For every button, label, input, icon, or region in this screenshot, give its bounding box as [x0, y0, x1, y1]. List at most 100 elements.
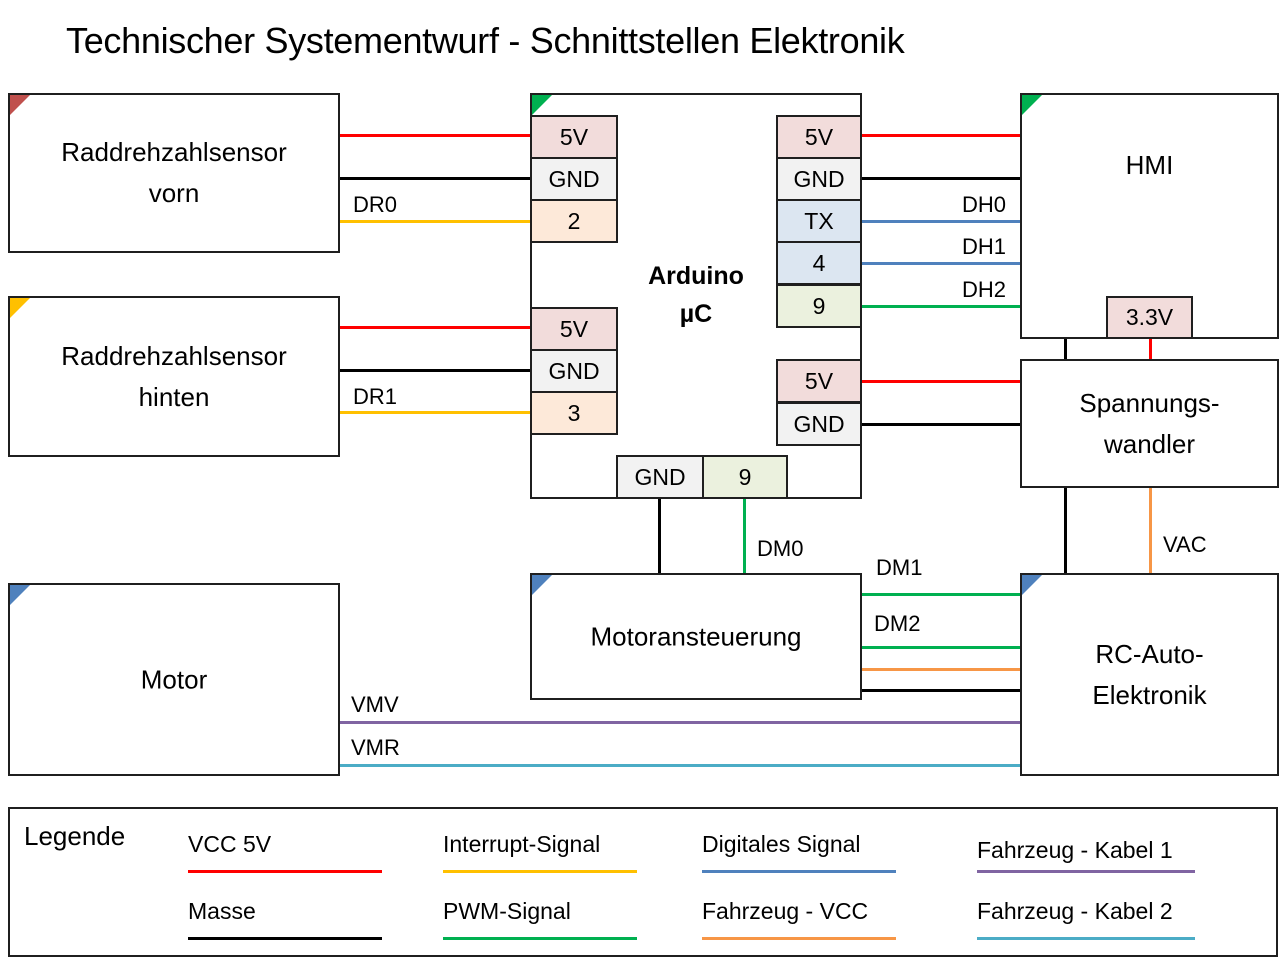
wire-motor-vmv: [339, 721, 1021, 724]
signal-label-dm2: DM2: [874, 611, 921, 636]
legend-item-vehicle-vcc: Fahrzeug - VCC: [702, 898, 896, 940]
legend-item-digital: Digitales Signal: [702, 831, 896, 873]
wire-sensor-front-interrupt: [339, 220, 531, 223]
signal-label-dr0: DR0: [353, 192, 398, 217]
legend-item-pwm: PWM-Signal: [443, 898, 637, 940]
legend-swatch: [702, 937, 896, 940]
pin-left-top-5v: 5V: [530, 115, 618, 159]
legend-label: Interrupt-Signal: [443, 831, 601, 857]
legend-label: Fahrzeug - VCC: [702, 898, 869, 924]
block-label: Motoransteuerung: [590, 621, 802, 651]
wire-hmi-dh1: [861, 262, 1021, 265]
wire-rc-gnd: [861, 689, 1021, 692]
legend: Legende VCC 5V Masse Interrupt-Signal PW…: [8, 807, 1278, 957]
legend-swatch: [443, 870, 637, 873]
legend-item-vcc: VCC 5V: [188, 831, 382, 873]
signal-label-dm1: DM1: [876, 555, 923, 580]
wire-converter-vcc: [861, 380, 1021, 383]
block-voltage-converter: Spannungs- wandler: [1020, 359, 1279, 488]
legend-title: Legende: [24, 821, 126, 851]
block-sensor-rear: Raddrehzahlsensor hinten: [8, 296, 340, 457]
legend-item-interrupt: Interrupt-Signal: [443, 831, 637, 873]
block-rc-electronics: RC-Auto- Elektronik: [1020, 573, 1279, 776]
wire-motor-vmr: [339, 764, 1021, 767]
block-label: wandler: [1103, 428, 1196, 459]
wire-rc-dm2: [861, 646, 1021, 649]
pin-right-top-tx: TX: [776, 199, 862, 243]
wire-sensor-rear-vcc: [339, 326, 531, 329]
legend-label: Masse: [188, 898, 256, 924]
legend-swatch: [188, 937, 382, 940]
pin-left-bottom-gnd: GND: [530, 349, 618, 393]
signal-label-vac: VAC: [1163, 532, 1207, 557]
pin-right-top-9: 9: [776, 284, 862, 328]
wire-hmi-dh2: [861, 305, 1021, 308]
pin-bottom-9: 9: [702, 455, 788, 499]
legend-item-vehicle-cable2: Fahrzeug - Kabel 2: [977, 898, 1195, 940]
corner-marker-green: [532, 95, 552, 115]
legend-label: Digitales Signal: [702, 831, 861, 857]
block-label: Spannungs-: [1079, 387, 1220, 418]
block-label: RC-Auto-: [1095, 638, 1204, 669]
wire-rc-dm1: [861, 593, 1021, 596]
wire-sensor-rear-gnd: [339, 369, 531, 372]
legend-swatch: [702, 870, 896, 873]
block-label: HMI: [1125, 150, 1174, 180]
wire-driver-gnd: [658, 498, 661, 573]
legend-label: Fahrzeug - Kabel 1: [977, 837, 1173, 863]
block-label: vorn: [148, 178, 200, 208]
pin-left-bottom-5v: 5V: [530, 307, 618, 351]
legend-label: Fahrzeug - Kabel 2: [977, 898, 1173, 924]
pin-right-top-5v: 5V: [776, 115, 862, 159]
block-label: Raddrehzahlsensor: [61, 340, 287, 371]
pin-bottom-gnd: GND: [616, 455, 704, 499]
pin-right-bottom-gnd: GND: [776, 402, 862, 446]
block-label: µC: [679, 300, 713, 328]
legend-swatch: [977, 870, 1195, 873]
pin-left-bottom-3: 3: [530, 391, 618, 435]
block-sensor-front: Raddrehzahlsensor vorn: [8, 93, 340, 253]
legend-swatch: [443, 937, 637, 940]
wire-sensor-front-vcc: [339, 134, 531, 137]
legend-label: PWM-Signal: [443, 898, 571, 924]
block-label: hinten: [138, 381, 210, 412]
block-motor-driver: Motoransteuerung: [530, 573, 862, 700]
wire-rc-vcc: [861, 668, 1021, 671]
block-label: Arduino: [648, 262, 744, 290]
legend-item-ground: Masse: [188, 898, 382, 940]
wire-sensor-rear-interrupt: [339, 411, 531, 414]
wire-converter-rc-gnd: [1064, 487, 1067, 573]
legend-label: VCC 5V: [188, 831, 272, 857]
corner-marker-red: [10, 95, 30, 115]
legend-item-vehicle-cable1: Fahrzeug - Kabel 1: [977, 837, 1195, 873]
wire-hmi-vcc: [861, 134, 1021, 137]
wire-hmi-dh0: [861, 220, 1021, 223]
signal-label-dh0: DH0: [962, 192, 1007, 217]
signal-label-dm0: DM0: [757, 536, 804, 561]
block-label: Elektronik: [1092, 679, 1207, 710]
wire-sensor-front-gnd: [339, 177, 531, 180]
pin-right-bottom-5v: 5V: [776, 359, 862, 403]
block-motor: Motor: [8, 583, 340, 776]
wire-hmi-converter-3v3: [1149, 338, 1152, 359]
pin-left-top-2: 2: [530, 199, 618, 243]
block-label: Motor: [140, 664, 208, 694]
pin-hmi-3v3: 3.3V: [1106, 296, 1193, 339]
signal-label-dh1: DH1: [962, 234, 1007, 259]
arduino-label: Arduino µC: [630, 257, 762, 333]
pin-right-top-gnd: GND: [776, 157, 862, 201]
signal-label-dr1: DR1: [353, 384, 398, 409]
corner-marker-blue: [532, 575, 552, 595]
signal-label-vmv: VMV: [351, 692, 399, 717]
wire-hmi-gnd: [861, 177, 1021, 180]
corner-marker-blue: [1022, 575, 1042, 595]
block-label: Raddrehzahlsensor: [61, 137, 287, 167]
wire-converter-gnd: [861, 423, 1021, 426]
wire-converter-rc-vac: [1149, 487, 1152, 573]
legend-swatch: [977, 937, 1195, 940]
corner-marker-green: [1022, 95, 1042, 115]
wire-driver-dm0: [743, 498, 746, 573]
corner-marker-blue: [10, 585, 30, 605]
diagram-title: Technischer Systementwurf - Schnittstell…: [66, 20, 905, 61]
legend-swatch: [188, 870, 382, 873]
